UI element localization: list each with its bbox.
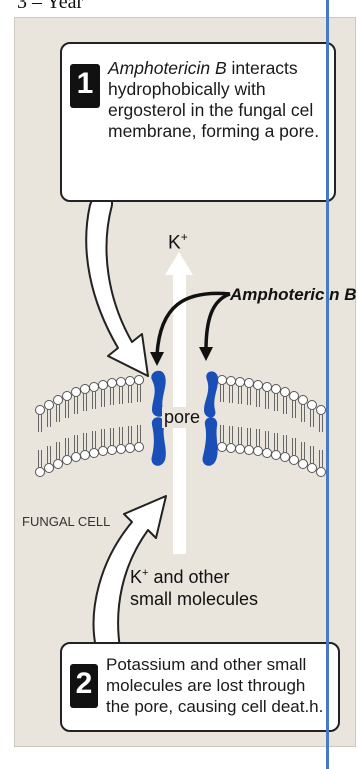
drug-arrowhead-right bbox=[199, 347, 213, 361]
step1-box: 1 Amphotericin B interacts hydrophobical… bbox=[60, 42, 336, 202]
fungal-cell-label: FUNGAL CELL bbox=[22, 514, 110, 529]
step2-box: 2 Potassium and other small molecules ar… bbox=[60, 642, 340, 732]
step2-line1: Potassium and other small bbox=[106, 654, 336, 675]
step1-drug-name: Amphotericin B bbox=[108, 58, 227, 78]
vertical-guide-line bbox=[326, 0, 329, 769]
step2-text: Potassium and other small molecules are … bbox=[106, 654, 336, 717]
step2-line2: molecules are lost through bbox=[106, 675, 336, 696]
k-ion-label-top: K+ bbox=[168, 230, 188, 254]
step1-line2: hydrophobically with bbox=[108, 79, 332, 100]
k-bottom-rest: and other bbox=[148, 567, 229, 587]
left-membrane bbox=[36, 376, 144, 477]
pore-label: pore bbox=[162, 407, 202, 428]
k-ion-charge: + bbox=[181, 230, 188, 244]
amphotericin-label: Amphoteric n B bbox=[230, 285, 357, 305]
k-ion-symbol: K bbox=[168, 232, 181, 253]
right-membrane bbox=[218, 376, 326, 477]
step1-line3: ergosterol in the fungal cel bbox=[108, 100, 332, 121]
step1-text: Amphotericin B interacts hydrophobically… bbox=[108, 58, 332, 142]
k-bottom-symbol: K bbox=[130, 567, 142, 587]
step2-line3: the pore, causing cell deat.h. bbox=[106, 696, 336, 717]
step2-number: 2 bbox=[70, 664, 98, 708]
step1-number: 1 bbox=[70, 64, 100, 108]
k-bottom-line2: small molecules bbox=[130, 588, 258, 610]
step1-line4: membrane, forming a pore. bbox=[108, 121, 332, 142]
drug-arrowhead-left bbox=[150, 352, 164, 366]
drug-arrows bbox=[157, 293, 230, 355]
step1-line1: interacts bbox=[227, 58, 298, 78]
k-efflux-label: K+ and other small molecules bbox=[130, 562, 258, 610]
